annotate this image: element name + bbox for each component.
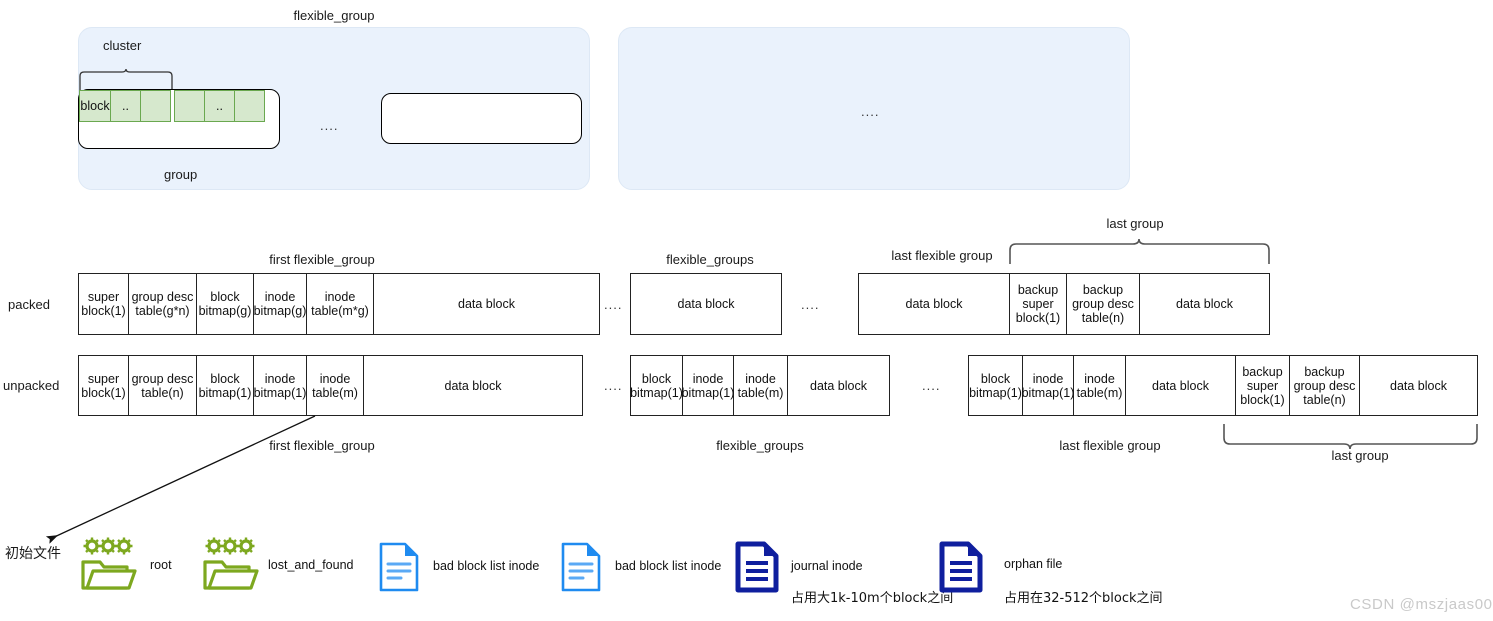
- document-light-icon: [561, 542, 601, 592]
- segment-data-block: data block: [859, 274, 1010, 334]
- packed-last-flexible-group: data block backup super block(1) backup …: [858, 273, 1270, 335]
- icon-note-orphan-file: 占用在32-512个block之间: [1004, 591, 1163, 606]
- cluster-cell: [234, 90, 265, 122]
- packed-ellipsis-2: ....: [801, 297, 820, 312]
- segment-block-bitmap: block bitmap(g): [197, 274, 254, 334]
- segment-super-block: super block(1): [79, 274, 129, 334]
- row-label-unpacked: unpacked: [3, 378, 60, 393]
- packed-last-group-brace-icon: [1009, 238, 1270, 264]
- segment-group-desc-table: group desc table(n): [129, 356, 197, 415]
- packed-ellipsis-1: ....: [604, 297, 623, 312]
- segment-data-block: data block: [444, 378, 502, 393]
- packed-last-group-label: last group: [1106, 216, 1164, 231]
- segment-backup-super-block: backup super block(1): [1010, 274, 1067, 334]
- row-label-packed: packed: [8, 297, 50, 312]
- unpacked-first-flexible-group: super block(1) group desc table(n) block…: [78, 355, 583, 416]
- packed-middle-flexible-group: data block: [630, 273, 782, 335]
- icon-label-orphan-file: orphan file: [1004, 557, 1063, 571]
- folder-gear-icon: [203, 537, 259, 590]
- segment-inode-bitmap: inode bitmap(1): [1022, 356, 1074, 415]
- flexible-group-panel-right-ellipsis: ....: [861, 104, 880, 119]
- cluster-cell: [174, 90, 205, 122]
- segment-backup-group-desc-table: backup group desc table(n): [1290, 356, 1360, 415]
- segment-inode-table: inode table(m): [734, 356, 788, 415]
- unpacked-last-group-label: last group: [1331, 448, 1389, 463]
- packed-label-last-flexible-group: last flexible group: [891, 248, 993, 263]
- segment-inode-table: inode table(m*g): [307, 274, 374, 334]
- flexible-group-title: flexible_group: [293, 8, 375, 23]
- folder-gear-icon: [81, 537, 137, 590]
- segment-backup-group-desc-table: backup group desc table(n): [1067, 274, 1140, 334]
- icon-note-journal-inode: 占用大1k-10m个block之间: [791, 591, 954, 606]
- unpacked-label-flexible-groups: flexible_groups: [716, 438, 804, 453]
- watermark: CSDN @mszjaas00: [1350, 596, 1493, 613]
- icon-label-bad-block-list-inode: bad block list inode: [615, 559, 722, 573]
- segment-data-block: data block: [810, 378, 867, 393]
- document-dark-icon: [735, 541, 779, 593]
- document-light-icon: [379, 542, 419, 592]
- unpacked-last-group-brace-icon: [1223, 424, 1478, 450]
- cluster-cell: ..: [204, 90, 235, 122]
- segment-inode-bitmap: inode bitmap(1): [682, 356, 734, 415]
- unpacked-label-last-flexible-group: last flexible group: [1059, 438, 1161, 453]
- segment-block-bitmap: block bitmap(1): [197, 356, 254, 415]
- group-box-right: [381, 93, 582, 144]
- segment-group-desc-table: group desc table(g*n): [129, 274, 197, 334]
- icon-label-journal-inode: journal inode: [791, 559, 863, 573]
- cluster-label: cluster: [103, 38, 142, 53]
- packed-label-flexible-groups: flexible_groups: [666, 252, 754, 267]
- icon-label-bad-block-list-inode: bad block list inode: [433, 559, 540, 573]
- segment-inode-bitmap: inode bitmap(g): [254, 274, 307, 334]
- cluster-cell-row: block .. ..: [79, 90, 265, 122]
- segment-inode-bitmap: inode bitmap(1): [254, 356, 307, 415]
- unpacked-middle-flexible-group: block bitmap(1) inode bitmap(1) inode ta…: [630, 355, 890, 416]
- segment-data-block: data block: [677, 297, 735, 311]
- group-ellipsis: ....: [320, 118, 339, 133]
- segment-backup-super-block: backup super block(1): [1236, 356, 1290, 415]
- segment-block-bitmap: block bitmap(1): [630, 356, 683, 415]
- unpacked-last-flexible-group: block bitmap(1) inode bitmap(1) inode ta…: [968, 355, 1478, 416]
- packed-first-flexible-group: super block(1) group desc table(g*n) blo…: [78, 273, 600, 335]
- segment-data-block: data block: [1176, 297, 1233, 311]
- unpacked-ellipsis-2: ....: [922, 378, 941, 393]
- segment-block-bitmap: block bitmap(1): [969, 356, 1023, 415]
- cluster-cell-block: block: [79, 90, 111, 122]
- unpacked-label-first-flexible-group: first flexible_group: [269, 438, 375, 453]
- group-label: group: [164, 167, 198, 182]
- flexible-group-panel-right: [618, 27, 1130, 190]
- segment-inode-table: inode table(m): [1074, 356, 1126, 415]
- icon-label-root: root: [150, 558, 172, 572]
- segment-super-block: super block(1): [79, 356, 129, 415]
- document-dark-icon: [939, 541, 983, 593]
- unpacked-ellipsis-1: ....: [604, 378, 623, 393]
- cluster-cell: ..: [110, 90, 141, 122]
- segment-data-block: data block: [1126, 356, 1236, 415]
- cluster-brace-icon: [79, 68, 173, 90]
- segment-data-block: data block: [1390, 378, 1447, 393]
- icon-label-lost-and-found: lost_and_found: [268, 558, 354, 572]
- segment-inode-table: inode table(m): [307, 356, 364, 415]
- packed-label-first-flexible-group: first flexible_group: [269, 252, 375, 267]
- segment-data-block: data block: [458, 297, 515, 311]
- initial-files-label: 初始文件: [5, 546, 61, 562]
- initial-files-arrow-icon: [45, 415, 316, 544]
- cluster-cell: [140, 90, 171, 122]
